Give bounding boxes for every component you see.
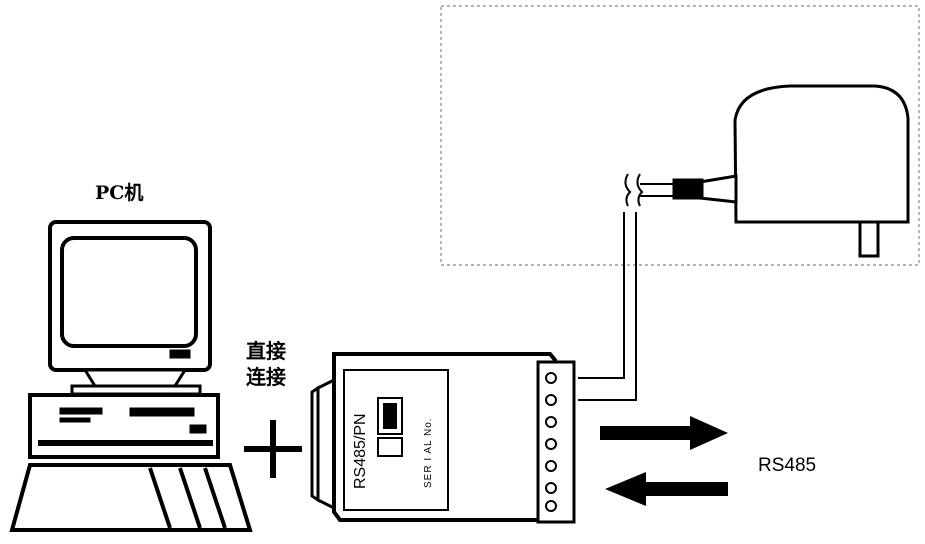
- pc-label: PC机: [95, 182, 144, 204]
- arrow-left-icon: [605, 472, 728, 506]
- connection-label-line1: 直接: [246, 339, 286, 363]
- power-adapter: [624, 84, 910, 258]
- serial-number-label: SER I AL No.: [423, 417, 434, 488]
- connection-label: 直接 连接: [246, 338, 286, 390]
- plus-icon: [244, 420, 302, 478]
- pc-base-unit: [28, 393, 220, 459]
- rs485-bus-label: RS485: [758, 455, 817, 476]
- pc-monitor: [48, 220, 212, 396]
- power-cable: [578, 212, 637, 401]
- brand-logo: [377, 397, 403, 457]
- converter-model-label: RS485/PN: [352, 413, 369, 489]
- rs485-arrows: [600, 416, 728, 506]
- power-enclosure-dashed-box: [440, 5, 920, 266]
- arrow-right-icon: [600, 416, 728, 450]
- pc-keyboard: [9, 463, 253, 532]
- connection-label-line2: 连接: [246, 365, 286, 389]
